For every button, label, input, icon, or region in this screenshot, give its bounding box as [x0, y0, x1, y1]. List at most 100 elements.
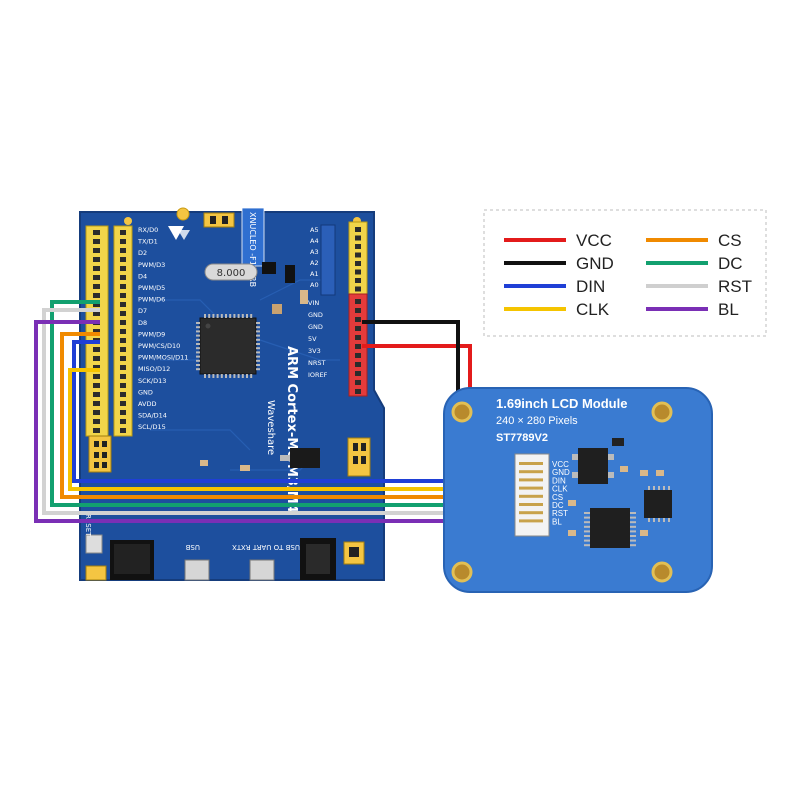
header-pin-label: PWM/D5 [138, 284, 165, 292]
header-pin [93, 419, 100, 424]
lcd-pin-label-din: DIN [552, 476, 566, 485]
power-pin-label: 3V3 [308, 347, 321, 355]
header-pin [355, 317, 361, 322]
legend-label-dc: DC [718, 254, 743, 273]
jumper-left [88, 435, 112, 473]
header-pin [93, 230, 100, 235]
header-pin [355, 252, 361, 258]
header-pin [120, 302, 126, 307]
header-pin [355, 362, 361, 367]
header-pin-label: D7 [138, 307, 147, 315]
header-pin [355, 261, 361, 266]
power-pin-label: VIN [308, 299, 319, 307]
header-pin-label: PWM/D6 [138, 296, 165, 304]
header-pin [93, 257, 100, 262]
power-pin-label: GND [308, 323, 323, 331]
analog-pin-label: A2 [310, 259, 319, 267]
connector-contact [519, 486, 543, 490]
header-pin [93, 329, 100, 334]
header-pin-label: MISO/D12 [138, 365, 170, 373]
lcd-pin-label-dc: DC [552, 501, 564, 510]
header-pin [120, 275, 126, 280]
header-pin-label: D4 [138, 272, 147, 280]
power-pin-label: NRST [308, 359, 326, 367]
header-pin [93, 275, 100, 280]
header-pin [120, 410, 126, 415]
mounting-hole [124, 217, 132, 225]
lcd-ic-small [644, 490, 672, 518]
header-pin [355, 235, 361, 241]
header-pin [120, 329, 126, 334]
header-pin-label: D8 [138, 319, 147, 327]
header-pin [120, 257, 126, 262]
header-pin-label: PWM/D9 [138, 330, 165, 338]
header-pin [93, 347, 100, 352]
reset-label: RESET [84, 514, 92, 537]
header-pin [93, 374, 100, 379]
header-pin [355, 308, 361, 313]
legend-label-rst: RST [718, 277, 752, 296]
header-pin [120, 392, 126, 397]
header-pin [120, 383, 126, 388]
product-badge-text: XNUCLEO -F103RB [248, 212, 257, 287]
header-pin [355, 389, 361, 394]
header-pin [93, 293, 100, 298]
power-pin-label: IOREF [308, 371, 328, 379]
header-pin [355, 286, 361, 292]
legend-label-vcc: VCC [576, 231, 612, 250]
lcd-pin-label-vcc: VCC [552, 460, 569, 469]
header-pin [120, 320, 126, 325]
header-pin [93, 302, 100, 307]
header-pin [355, 244, 361, 249]
analog-pin-label: A5 [310, 226, 319, 234]
header-pin [93, 311, 100, 316]
right-header-top [348, 221, 368, 295]
usb-port-2 [249, 559, 275, 581]
crystal-label: 8.000 [217, 268, 246, 279]
jumper-right [347, 437, 371, 477]
header-pin [120, 293, 126, 298]
header-pin [120, 284, 126, 289]
header-pin [355, 326, 361, 331]
header-pin [120, 266, 126, 271]
crystal-oscillator: 8.000 [204, 263, 258, 281]
header-pin [355, 344, 361, 349]
lcd-mounting-holes [451, 401, 673, 583]
reset-button[interactable] [85, 534, 103, 554]
analog-pin-label: A0 [310, 281, 319, 289]
usb-uart-label: USB TO UART RXTX [232, 543, 300, 551]
header-pin-label: GND [138, 388, 153, 396]
usb-port-1 [184, 559, 210, 581]
header-pin [120, 419, 126, 424]
header-pin [120, 401, 126, 406]
header-pin [355, 335, 361, 340]
lcd-ic-main [590, 508, 630, 548]
waveshare-logo [168, 226, 190, 240]
lcd-pin-label-gnd: GND [552, 468, 570, 477]
header-pin-label: SDA/D14 [138, 412, 167, 420]
header-pin [120, 248, 126, 253]
legend-label-clk: CLK [576, 300, 610, 319]
connector-contact [519, 519, 543, 523]
lcd-module: 1.69inch LCD Module 240 × 280 Pixels ST7… [443, 387, 713, 593]
header-pin [120, 365, 126, 370]
jumper-bottom-left [85, 565, 107, 581]
header-pin [355, 380, 361, 385]
header-pin [120, 347, 126, 352]
header-pin [355, 227, 361, 232]
lcd-title: 1.69inch LCD Module [496, 396, 627, 411]
header-pin-label: SCL/D15 [138, 423, 166, 431]
lcd-resolution: 240 × 280 Pixels [496, 415, 578, 427]
lcd-pin-label-clk: CLK [552, 485, 568, 494]
jumper-top [203, 212, 235, 228]
header-pin [93, 284, 100, 289]
analog-pin-label: A1 [310, 270, 319, 278]
header-pin [93, 365, 100, 370]
header-pin [120, 428, 126, 433]
brand-label: Waveshare [265, 400, 276, 455]
legend-label-cs: CS [718, 231, 742, 250]
header-pin [93, 356, 100, 361]
header-pin-label: PWM/D3 [138, 261, 165, 269]
lcd-pin-label-rst: RST [552, 509, 568, 518]
